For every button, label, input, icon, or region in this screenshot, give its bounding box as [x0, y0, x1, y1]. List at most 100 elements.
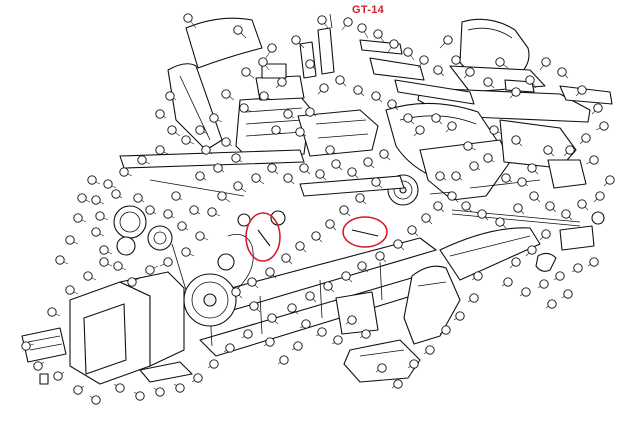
- callout-bubble-139: [243, 329, 253, 339]
- callout-bubble-40: [371, 91, 381, 101]
- callout-bubble-129: [393, 379, 403, 389]
- callout-bubble-21: [525, 75, 535, 85]
- callout-bubble-108: [561, 209, 571, 219]
- callout-bubble-64: [163, 257, 173, 267]
- callout-bubble-7: [317, 15, 327, 25]
- callout-bubble-112: [541, 229, 551, 239]
- callout-bubble-88: [231, 287, 241, 297]
- callout-bubble-70: [251, 173, 261, 183]
- callout-bubble-117: [539, 279, 549, 289]
- callout-bubble-94: [341, 271, 351, 281]
- callout-bubble-47: [239, 103, 249, 113]
- callout-bubble-22: [541, 57, 551, 67]
- callout-bubble-9: [357, 23, 367, 33]
- callout-bubble-43: [319, 83, 329, 93]
- callout-bubble-35: [447, 121, 457, 131]
- callout-bubble-32: [511, 135, 521, 145]
- callout-bubble-123: [473, 271, 483, 281]
- callout-bubble-125: [455, 311, 465, 321]
- callout-bubble-107: [545, 201, 555, 211]
- callout-bubble-16: [451, 55, 461, 65]
- callout-bubble-36: [431, 113, 441, 123]
- front-grille: [21, 271, 185, 385]
- rear-fender: [385, 102, 587, 201]
- callout-bubble-12: [403, 47, 413, 57]
- callout-bubble-140: [225, 343, 235, 353]
- callout-bubble-152: [47, 307, 57, 317]
- callout-bubble-143: [175, 383, 185, 393]
- callout-bubble-2: [233, 25, 243, 35]
- callout-bubble-114: [511, 257, 521, 267]
- callout-bubble-77: [363, 157, 373, 167]
- callout-bubble-173: [201, 145, 211, 155]
- callout-bubble-55: [119, 167, 129, 177]
- callout-bubble-138: [265, 337, 275, 347]
- callout-bubble-61: [113, 261, 123, 271]
- callout-bubble-170: [231, 153, 241, 163]
- callout-bubble-49: [209, 113, 219, 123]
- callout-bubble-24: [577, 85, 587, 95]
- callout-bubble-104: [495, 217, 505, 227]
- callout-bubble-121: [563, 289, 573, 299]
- callout-bubble-161: [111, 189, 121, 199]
- callout-bubble-81: [339, 205, 349, 215]
- callout-bubble-99: [421, 213, 431, 223]
- callout-bubble-105: [513, 203, 523, 213]
- highlight-ellipse-1: [245, 212, 281, 262]
- callout-bubble-180: [435, 171, 445, 181]
- hood-panel: [167, 17, 263, 151]
- callout-bubble-157: [65, 235, 75, 245]
- highlight-ellipse-2: [342, 216, 388, 248]
- callout-bubble-101: [447, 191, 457, 201]
- callout-bubble-134: [317, 327, 327, 337]
- callout-bubble-5: [267, 43, 277, 53]
- callout-bubble-65: [181, 247, 191, 257]
- callout-bubble-106: [529, 191, 539, 201]
- callout-bubble-98: [407, 225, 417, 235]
- callout-bubble-30: [543, 145, 553, 155]
- callout-bubble-130: [377, 363, 387, 373]
- callout-bubble-19: [495, 57, 505, 67]
- callout-bubble-120: [589, 257, 599, 267]
- callout-bubble-155: [99, 257, 109, 267]
- callout-bubble-33: [489, 125, 499, 135]
- callout-bubble-31: [527, 163, 537, 173]
- callout-bubble-176: [325, 145, 335, 155]
- callout-bubble-60: [99, 245, 109, 255]
- callout-bubble-172: [165, 91, 175, 101]
- callout-bubble-73: [299, 163, 309, 173]
- callout-bubble-8: [343, 17, 353, 27]
- callout-bubble-67: [207, 207, 217, 217]
- callout-bubble-51: [181, 135, 191, 145]
- callout-bubble-44: [305, 59, 315, 69]
- callout-bubble-20: [511, 87, 521, 97]
- callout-bubble-91: [287, 303, 297, 313]
- callout-bubble-57: [91, 195, 101, 205]
- callout-bubble-26: [599, 121, 609, 131]
- callout-bubble-156: [55, 255, 65, 265]
- callout-bubble-168: [195, 171, 205, 181]
- callout-bubble-111: [605, 175, 615, 185]
- callout-bubble-92: [305, 291, 315, 301]
- callout-bubble-84: [295, 241, 305, 251]
- callout-bubble-93: [323, 281, 333, 291]
- callout-bubble-78: [379, 149, 389, 159]
- callout-bubble-177: [305, 107, 315, 117]
- callout-bubble-137: [279, 355, 289, 365]
- diagram-title: GT-14: [352, 4, 385, 16]
- callout-bubble-184: [501, 173, 511, 183]
- callout-bubble-76: [347, 167, 357, 177]
- callout-bubble-135: [301, 319, 311, 329]
- callout-bubble-71: [267, 163, 277, 173]
- highlight-markers: [245, 212, 388, 262]
- callout-bubble-147: [91, 395, 101, 405]
- callout-bubble-58: [95, 211, 105, 221]
- callout-bubble-74: [315, 169, 325, 179]
- callout-bubble-86: [265, 267, 275, 277]
- callout-bubble-3: [258, 57, 268, 67]
- callout-bubble-83: [311, 231, 321, 241]
- callout-bubble-169: [213, 163, 223, 173]
- callout-bubble-182: [469, 161, 479, 171]
- callout-bubble-166: [189, 205, 199, 215]
